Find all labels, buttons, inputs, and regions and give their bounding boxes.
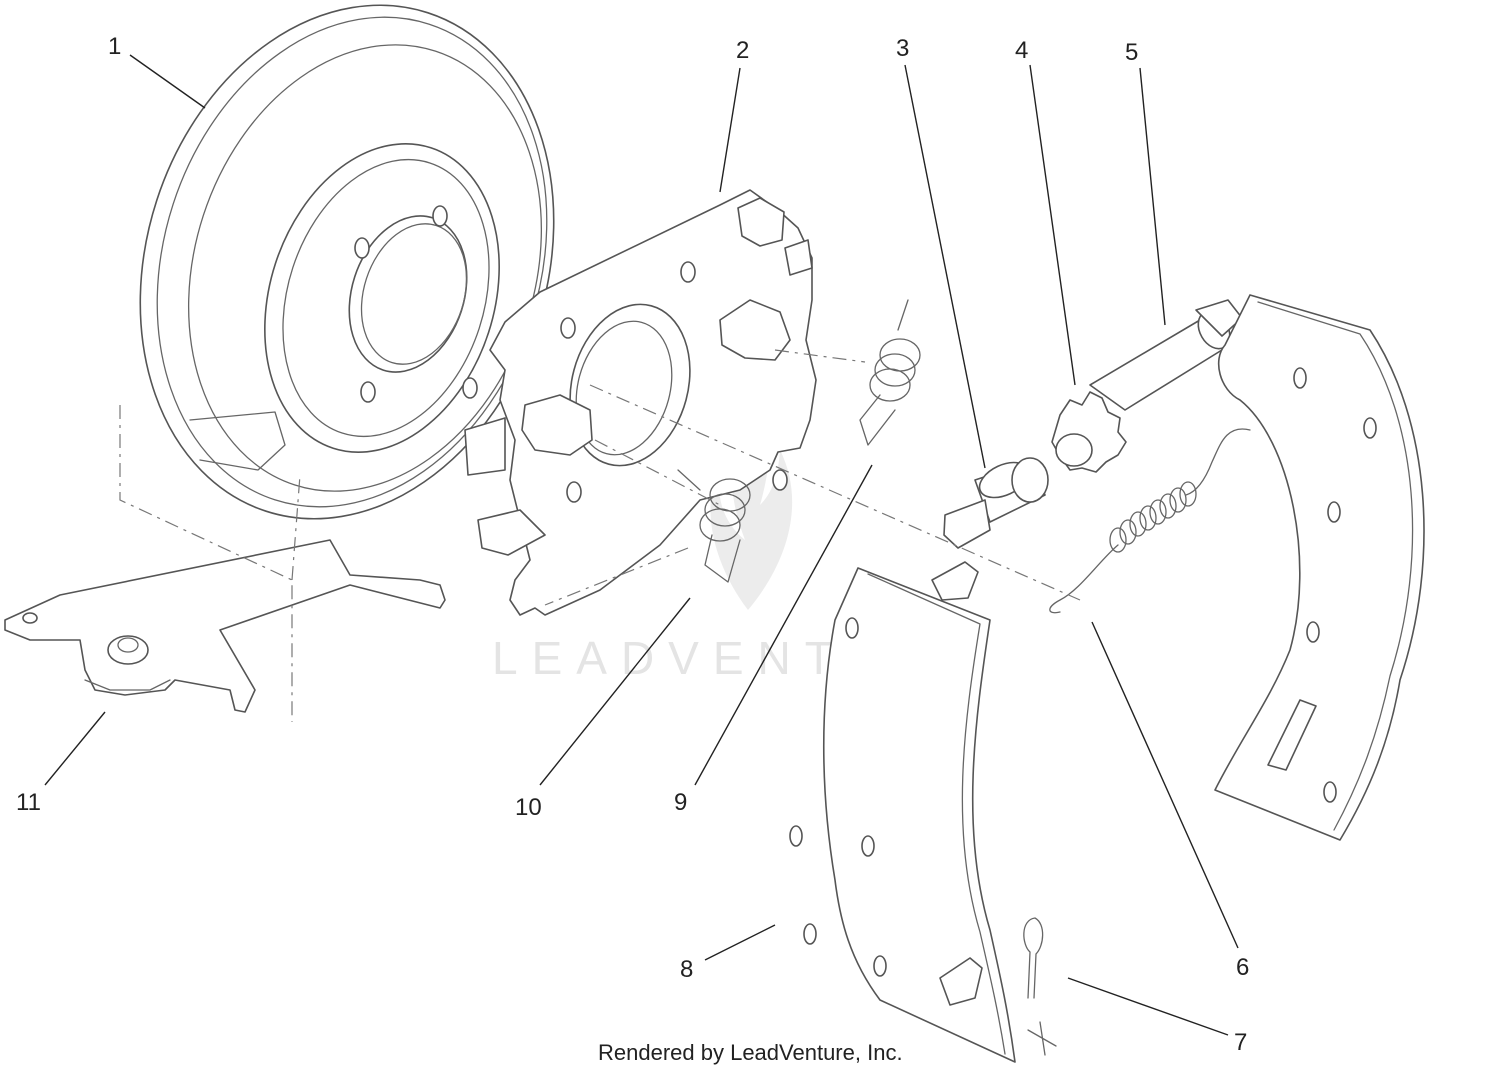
callout-4: 4 — [1015, 37, 1028, 64]
leader-3 — [904, 64, 986, 469]
callout-5: 5 — [1125, 39, 1138, 66]
part-1-brake-drum — [139, 4, 555, 520]
spring-coils — [1109, 481, 1197, 553]
callout-10: 10 — [515, 794, 542, 821]
callout-3: 3 — [896, 35, 909, 62]
leader-10 — [539, 597, 691, 786]
part-7-cotter-pin — [1023, 917, 1057, 1056]
leader-6 — [1091, 621, 1239, 949]
callout-labels: 1 2 3 4 5 6 7 8 9 10 11 — [16, 33, 1249, 1056]
leader-5 — [1139, 67, 1166, 326]
part-4-star-adjuster — [1051, 391, 1127, 473]
callout-7: 7 — [1234, 1029, 1247, 1056]
callout-8: 8 — [680, 956, 693, 983]
part-3-piston — [943, 457, 1049, 549]
part-8-brake-shoe — [789, 561, 1016, 1063]
brake-shoe-right — [1214, 294, 1425, 841]
leader-7 — [1067, 977, 1229, 1036]
leader-1 — [129, 54, 206, 109]
callout-1: 1 — [108, 33, 121, 60]
leader-9 — [694, 464, 873, 786]
callout-6: 6 — [1236, 954, 1249, 981]
leader-8 — [704, 924, 776, 961]
callout-11: 11 — [16, 789, 41, 816]
part-10-lower-spring — [677, 469, 751, 583]
callout-leaders — [44, 54, 1239, 1036]
part-9-upper-spring — [859, 299, 921, 446]
assembly-dashed-lines — [119, 349, 1081, 722]
watermark-flame-logo — [710, 400, 793, 610]
footer-credit: Rendered by LeadVenture, Inc. — [598, 1040, 903, 1065]
part-5-adjuster-screw — [1089, 299, 1243, 411]
leader-2 — [719, 67, 741, 193]
leader-4 — [1029, 64, 1076, 386]
callout-2: 2 — [736, 37, 749, 64]
part-2-backing-plate — [464, 189, 817, 616]
part-6-spring — [1049, 428, 1251, 614]
callout-9: 9 — [674, 789, 687, 816]
part-11-lever — [4, 539, 446, 713]
leader-11 — [44, 711, 106, 786]
